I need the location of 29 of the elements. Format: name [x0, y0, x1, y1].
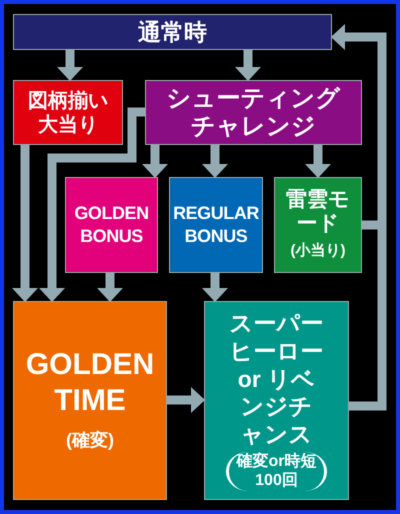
node-label: 図柄揃い大当り [27, 88, 109, 136]
node-label: GOLDEN TIME [24, 347, 156, 419]
arrow [39, 108, 145, 302]
node-label: スーパーヒーロー or リベンジチャンス [228, 310, 324, 448]
node-label: 確変or時短100回 [235, 452, 318, 491]
node-label: 通常時 [138, 20, 207, 44]
node-label: (確変) [66, 429, 114, 452]
arrow [331, 24, 386, 410]
process-box [274, 177, 362, 273]
arrow [97, 273, 123, 302]
process-box [65, 177, 158, 273]
node-label: シューティングチャレンジ [166, 84, 342, 140]
arrow [235, 50, 261, 81]
node-label: REGULAR BONUS [172, 202, 260, 248]
process-box [13, 301, 167, 500]
process-box [13, 80, 123, 145]
arrow [142, 145, 168, 178]
arrow [305, 145, 331, 178]
process-box [145, 80, 362, 145]
arrow [202, 273, 228, 302]
node-label: 雷雲モード [285, 188, 351, 236]
node-label: (小当り) [290, 240, 346, 261]
process-box [169, 177, 263, 273]
process-box [204, 301, 349, 500]
arrow [57, 50, 83, 81]
arrow [202, 145, 228, 178]
node-label: GOLDEN BONUS [73, 202, 150, 248]
process-box [13, 14, 332, 50]
arrow [167, 387, 205, 413]
